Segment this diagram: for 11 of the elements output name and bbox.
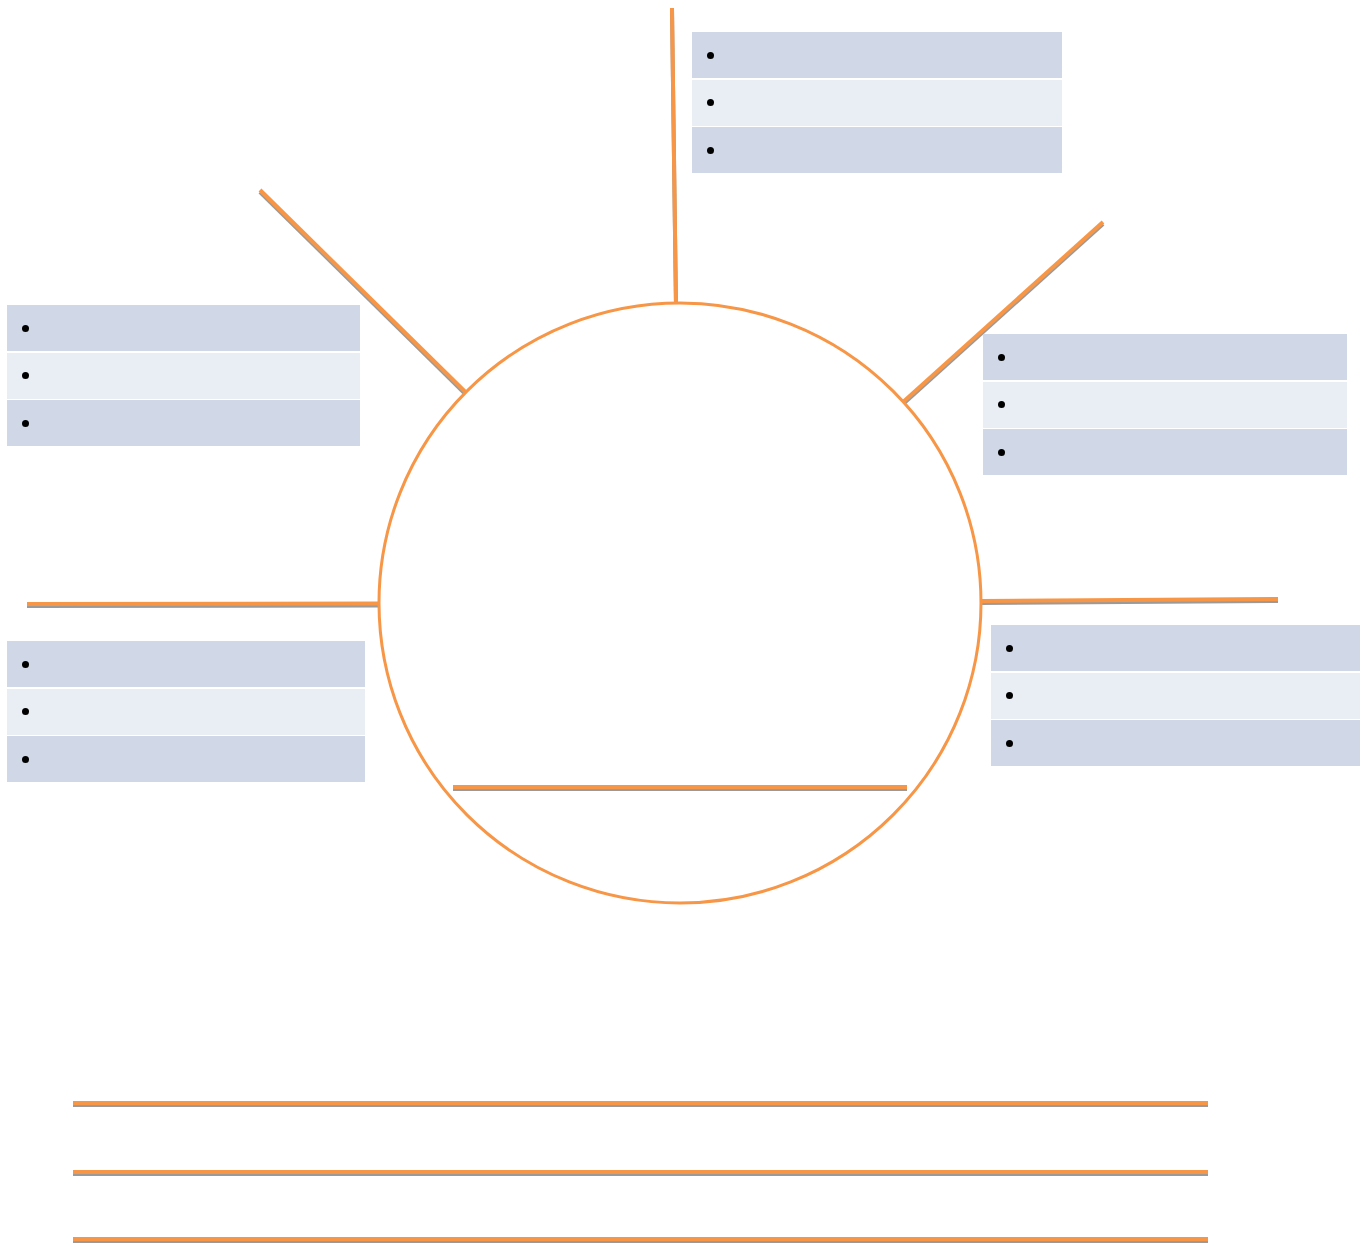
bullet-list-box: [7, 641, 365, 781]
spoke-line: [27, 601, 379, 606]
circle-shape: [377, 301, 983, 905]
spoke-line: [980, 597, 1278, 603]
bullet-list-box: [983, 334, 1347, 474]
spoke-line: [670, 7, 678, 303]
bullet-list-box: [991, 625, 1360, 766]
spoke-line: [902, 220, 1105, 404]
spoke-line: [258, 188, 467, 394]
bullet-list-box: [7, 305, 360, 445]
bullet-list-box: [692, 32, 1062, 174]
